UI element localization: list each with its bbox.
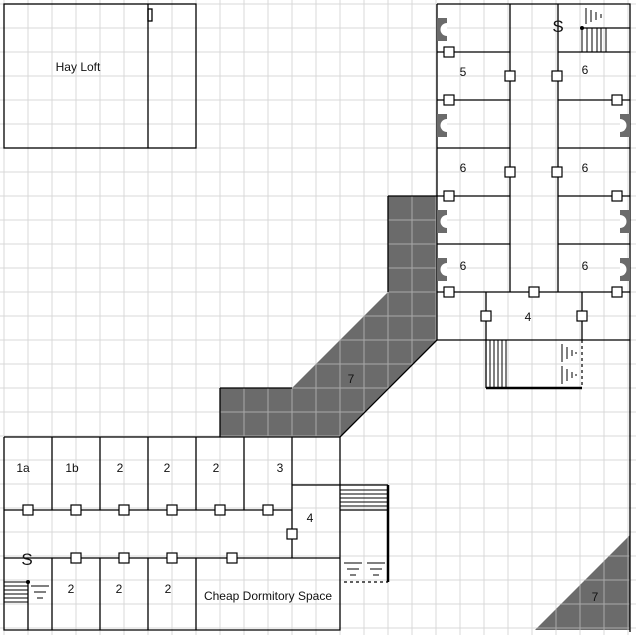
stair-marker: S <box>21 550 32 569</box>
lower-wing: 1a 1b 2 2 2 3 4 S 2 2 2 Cheap Dormitory … <box>3 436 390 631</box>
room-label: 6 <box>582 63 589 77</box>
room-label: 4 <box>525 310 532 324</box>
room-label: 5 <box>460 65 467 79</box>
door-icon[interactable] <box>551 70 563 82</box>
room-label: 2 <box>164 461 171 475</box>
door-icon[interactable] <box>611 190 623 202</box>
door-icon[interactable] <box>166 504 178 516</box>
door-icon[interactable] <box>443 94 455 106</box>
passage-label: 7 <box>348 372 355 386</box>
hay-loft: Hay Loft <box>3 3 197 149</box>
hay-loft-label: Hay Loft <box>56 60 101 74</box>
niche-arch-icon <box>440 23 447 36</box>
niche-arch-icon <box>440 215 447 228</box>
room-label: 2 <box>68 582 75 596</box>
dormitory-label: Cheap Dormitory Space <box>204 589 332 603</box>
door-icon[interactable] <box>443 286 455 298</box>
door-icon[interactable] <box>611 286 623 298</box>
door-icon[interactable] <box>214 504 226 516</box>
door-icon[interactable] <box>611 94 623 106</box>
room-label: 6 <box>460 259 467 273</box>
room-label: 2 <box>165 582 172 596</box>
doors <box>22 46 623 564</box>
room-label: 2 <box>116 582 123 596</box>
niche-arch-icon <box>620 263 627 276</box>
door-icon[interactable] <box>70 504 82 516</box>
room-label: 2 <box>117 461 124 475</box>
room-label: 4 <box>307 511 314 525</box>
door-icon[interactable] <box>286 528 298 540</box>
shaded-passage <box>220 196 437 437</box>
wall-niches <box>437 18 630 281</box>
door-icon[interactable] <box>118 552 130 564</box>
shaded-corner-passage <box>535 535 630 630</box>
niche-arch-icon <box>620 215 627 228</box>
room-label: 6 <box>582 161 589 175</box>
room-label: 1b <box>65 461 79 475</box>
door-icon[interactable] <box>22 504 34 516</box>
stair-marker: S <box>552 17 563 36</box>
niche-arch-icon <box>620 119 627 132</box>
passage-edge <box>219 195 438 438</box>
door-icon[interactable] <box>504 70 516 82</box>
door-icon[interactable] <box>70 552 82 564</box>
door-icon[interactable] <box>118 504 130 516</box>
door-icon[interactable] <box>551 166 563 178</box>
upper-wing: 5 6 6 6 6 6 4 S <box>436 3 631 632</box>
door-icon[interactable] <box>443 46 455 58</box>
stairs-icon <box>4 489 388 603</box>
room-label: 1a <box>16 461 30 475</box>
door-icon[interactable] <box>443 190 455 202</box>
door-icon[interactable] <box>576 310 588 322</box>
door-icon[interactable] <box>166 552 178 564</box>
door-icon[interactable] <box>226 552 238 564</box>
stairs-icon <box>489 8 607 388</box>
shaded-grid <box>220 196 630 630</box>
door-icon[interactable] <box>504 166 516 178</box>
door-icon[interactable] <box>528 286 540 298</box>
door-icon[interactable] <box>262 504 274 516</box>
door-icon[interactable] <box>480 310 492 322</box>
niche-arch-icon <box>440 263 447 276</box>
room-label: 6 <box>460 161 467 175</box>
room-label: 3 <box>277 461 284 475</box>
corner-passage-label: 7 <box>592 590 599 604</box>
room-label: 6 <box>582 259 589 273</box>
niche-arch-icon <box>440 119 447 132</box>
room-label: 2 <box>213 461 220 475</box>
